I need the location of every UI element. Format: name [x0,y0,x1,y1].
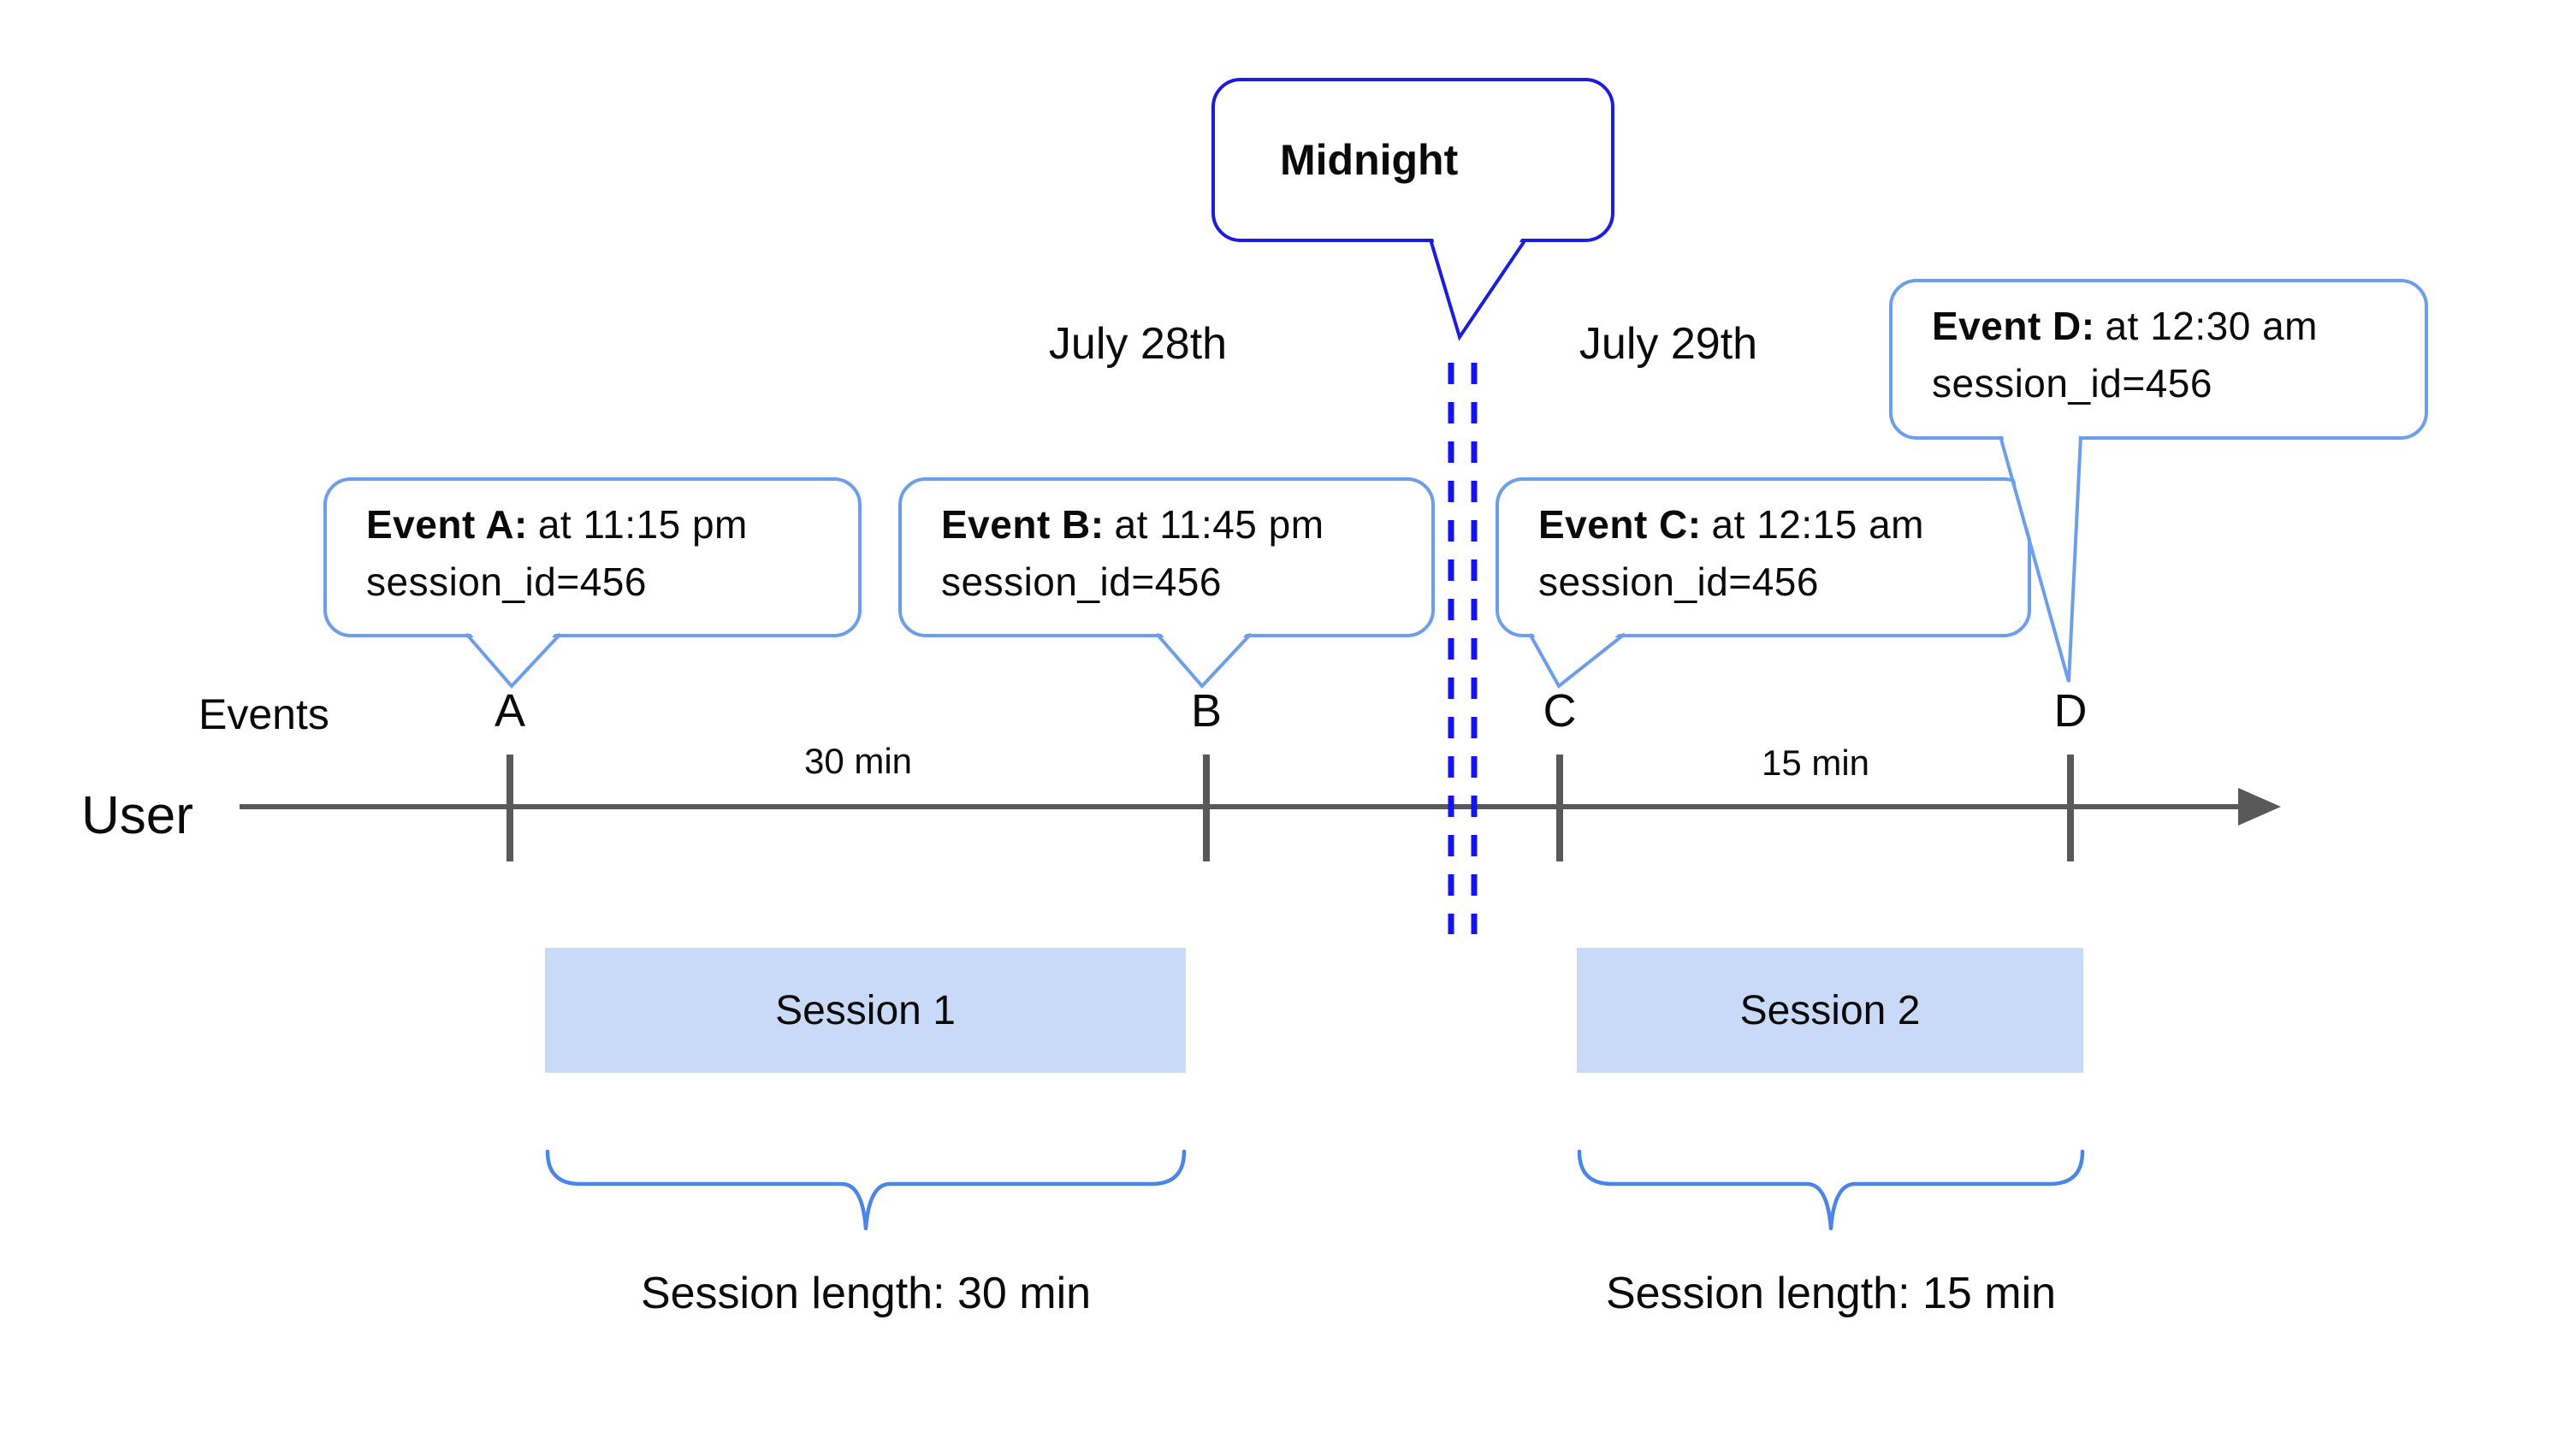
event-d-line-1: Event D:at 12:30 am [1932,304,2318,348]
session-2-box: Session 2 [1577,948,2083,1073]
timeline-line [240,804,2248,809]
event-b-bubble-tail [1155,632,1253,689]
tick-letter-b: B [1190,685,1223,737]
event-d-tail-fill [2002,433,2079,678]
event-c-line-2: session_id=456 [1538,559,1819,605]
event-a-bubble-text: Event A:at 11:15 pm session_id=456 [366,496,748,611]
session-2-length-label: Session length: 15 min [1605,1269,2057,1318]
tick-a [506,755,513,861]
session-1-brace [545,1149,1187,1231]
midnight-bubble-tail-fill [1432,235,1524,334]
tick-d [2067,755,2074,861]
date-label-july-29: July 29th [1579,319,1758,369]
user-axis-label: User [81,786,193,845]
session-1-length-label: Session length: 30 min [640,1269,1092,1318]
tick-letter-c: C [1543,685,1577,737]
event-d-bubble [1889,279,2428,440]
tick-letter-a: A [494,685,526,737]
session-1-box: Session 1 [545,948,1186,1073]
event-b-line-2: session_id=456 [941,559,1222,605]
interval-label-30min: 30 min [803,741,913,781]
tick-b [1203,755,1210,861]
event-b-tail-fill [1158,630,1249,683]
event-a-bubble [323,477,862,637]
event-c-tail-fill [1531,630,1623,683]
event-b-line-1: Event B:at 11:45 pm [941,502,1324,547]
event-c-line-1: Event C:at 12:15 am [1538,502,1924,547]
session-2-label: Session 2 [1739,987,1921,1033]
event-a-tail-fill [468,630,558,683]
event-b-bubble-text: Event B:at 11:45 pm session_id=456 [941,496,1324,611]
interval-label-15min: 15 min [1761,743,1870,783]
date-label-july-28: July 28th [1048,319,1228,369]
event-c-bubble-tail [1528,632,1626,690]
event-a-line-1: Event A:at 11:15 pm [366,502,748,547]
timeline-arrowhead-icon [2238,788,2281,826]
event-a-bubble-tail [465,632,562,689]
event-d-line-2: session_id=456 [1932,361,2212,406]
event-c-bubble-text: Event C:at 12:15 am session_id=456 [1538,496,1924,611]
events-row-label: Events [198,690,329,738]
event-d-bubble-text: Event D:at 12:30 am session_id=456 [1932,298,2318,412]
tick-c [1556,755,1563,861]
midnight-bubble-tail [1429,238,1527,341]
midnight-bubble [1211,78,1614,242]
midnight-label: Midnight [1280,136,1459,184]
event-c-bubble [1496,477,2031,637]
event-d-bubble-tail [1999,435,2082,683]
tick-letter-d: D [2053,685,2088,737]
session-1-label: Session 1 [775,987,956,1033]
event-a-line-2: session_id=456 [366,559,647,605]
session-2-brace [1577,1149,2085,1231]
